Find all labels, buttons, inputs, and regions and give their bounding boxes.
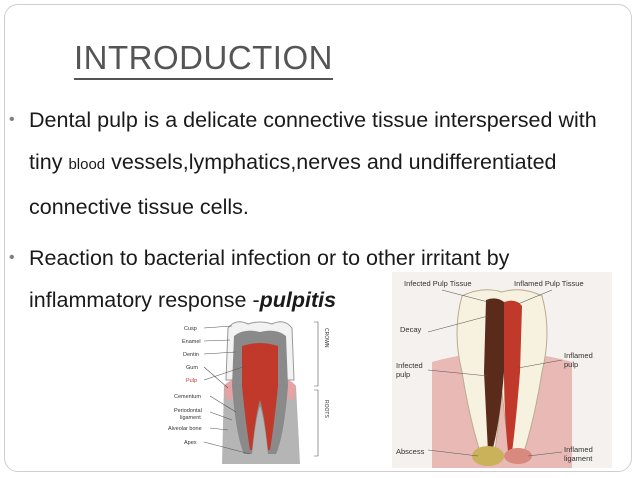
infected-pulp-shape bbox=[484, 298, 504, 452]
label-pulp: pulp bbox=[396, 370, 410, 379]
label-infected: Infected bbox=[396, 361, 423, 370]
label-decay: Decay bbox=[400, 325, 422, 334]
bullet-item: • Reaction to bacterial infection or to … bbox=[9, 237, 625, 321]
abscess-shape bbox=[472, 446, 504, 466]
label-inflamed: Inflamed bbox=[564, 351, 593, 360]
label-dentin: Dentin bbox=[183, 352, 199, 358]
bullet-text: Reaction to bacterial infection or to ot… bbox=[29, 246, 510, 312]
label-gum: Gum bbox=[186, 365, 198, 371]
bullet-text-small: blood bbox=[68, 156, 106, 173]
label-roots: ROOTS bbox=[323, 400, 329, 418]
label-apex: Apex bbox=[184, 440, 197, 446]
tooth-anatomy-illustration: Cusp Enamel Dentin Gum Pulp Cementum Per… bbox=[168, 321, 329, 464]
label-pulp: Pulp bbox=[186, 378, 197, 384]
pulpitis-figure: Infected Pulp Tissue Inflamed Pulp Tissu… bbox=[392, 272, 612, 468]
label-cementum: Cementum bbox=[174, 394, 201, 400]
label-inflamed-pulp-tissue: Inflamed Pulp Tissue bbox=[514, 279, 584, 288]
label-pulp: pulp bbox=[564, 360, 578, 369]
label-infected-pulp-tissue: Infected Pulp Tissue bbox=[404, 279, 472, 288]
label-ligament: ligament bbox=[180, 415, 201, 421]
bullet-emphasis: pulpitis bbox=[259, 288, 337, 312]
label-crown: CROWN bbox=[323, 328, 329, 348]
label-inflamed: Inflamed bbox=[564, 445, 593, 454]
label-alveolar-bone: Alveolar bone bbox=[168, 426, 202, 432]
inflamed-ligament-shape bbox=[504, 448, 532, 464]
inflamed-pulp-shape bbox=[504, 300, 522, 452]
bullet-text: vessels,lymphatics,nerves and undifferen… bbox=[29, 150, 557, 219]
label-cusp: Cusp bbox=[184, 326, 197, 332]
label-abscess: Abscess bbox=[396, 447, 425, 456]
bullet-item: • Dental pulp is a delicate connective t… bbox=[9, 99, 625, 228]
bullet-icon: • bbox=[9, 249, 15, 266]
pulpitis-illustration: Infected Pulp Tissue Inflamed Pulp Tissu… bbox=[392, 272, 612, 468]
bullet-text: Dental pulp is a delicate connective tis… bbox=[29, 108, 597, 174]
slide-title: INTRODUCTION bbox=[74, 39, 333, 80]
bullet-icon: • bbox=[9, 111, 15, 128]
label-ligament: ligament bbox=[564, 454, 593, 463]
pulp-shape bbox=[242, 343, 278, 450]
label-periodontal: Periodontal bbox=[174, 408, 202, 414]
tooth-anatomy-figure: Cusp Enamel Dentin Gum Pulp Cementum Per… bbox=[166, 316, 340, 464]
label-enamel: Enamel bbox=[182, 339, 201, 345]
